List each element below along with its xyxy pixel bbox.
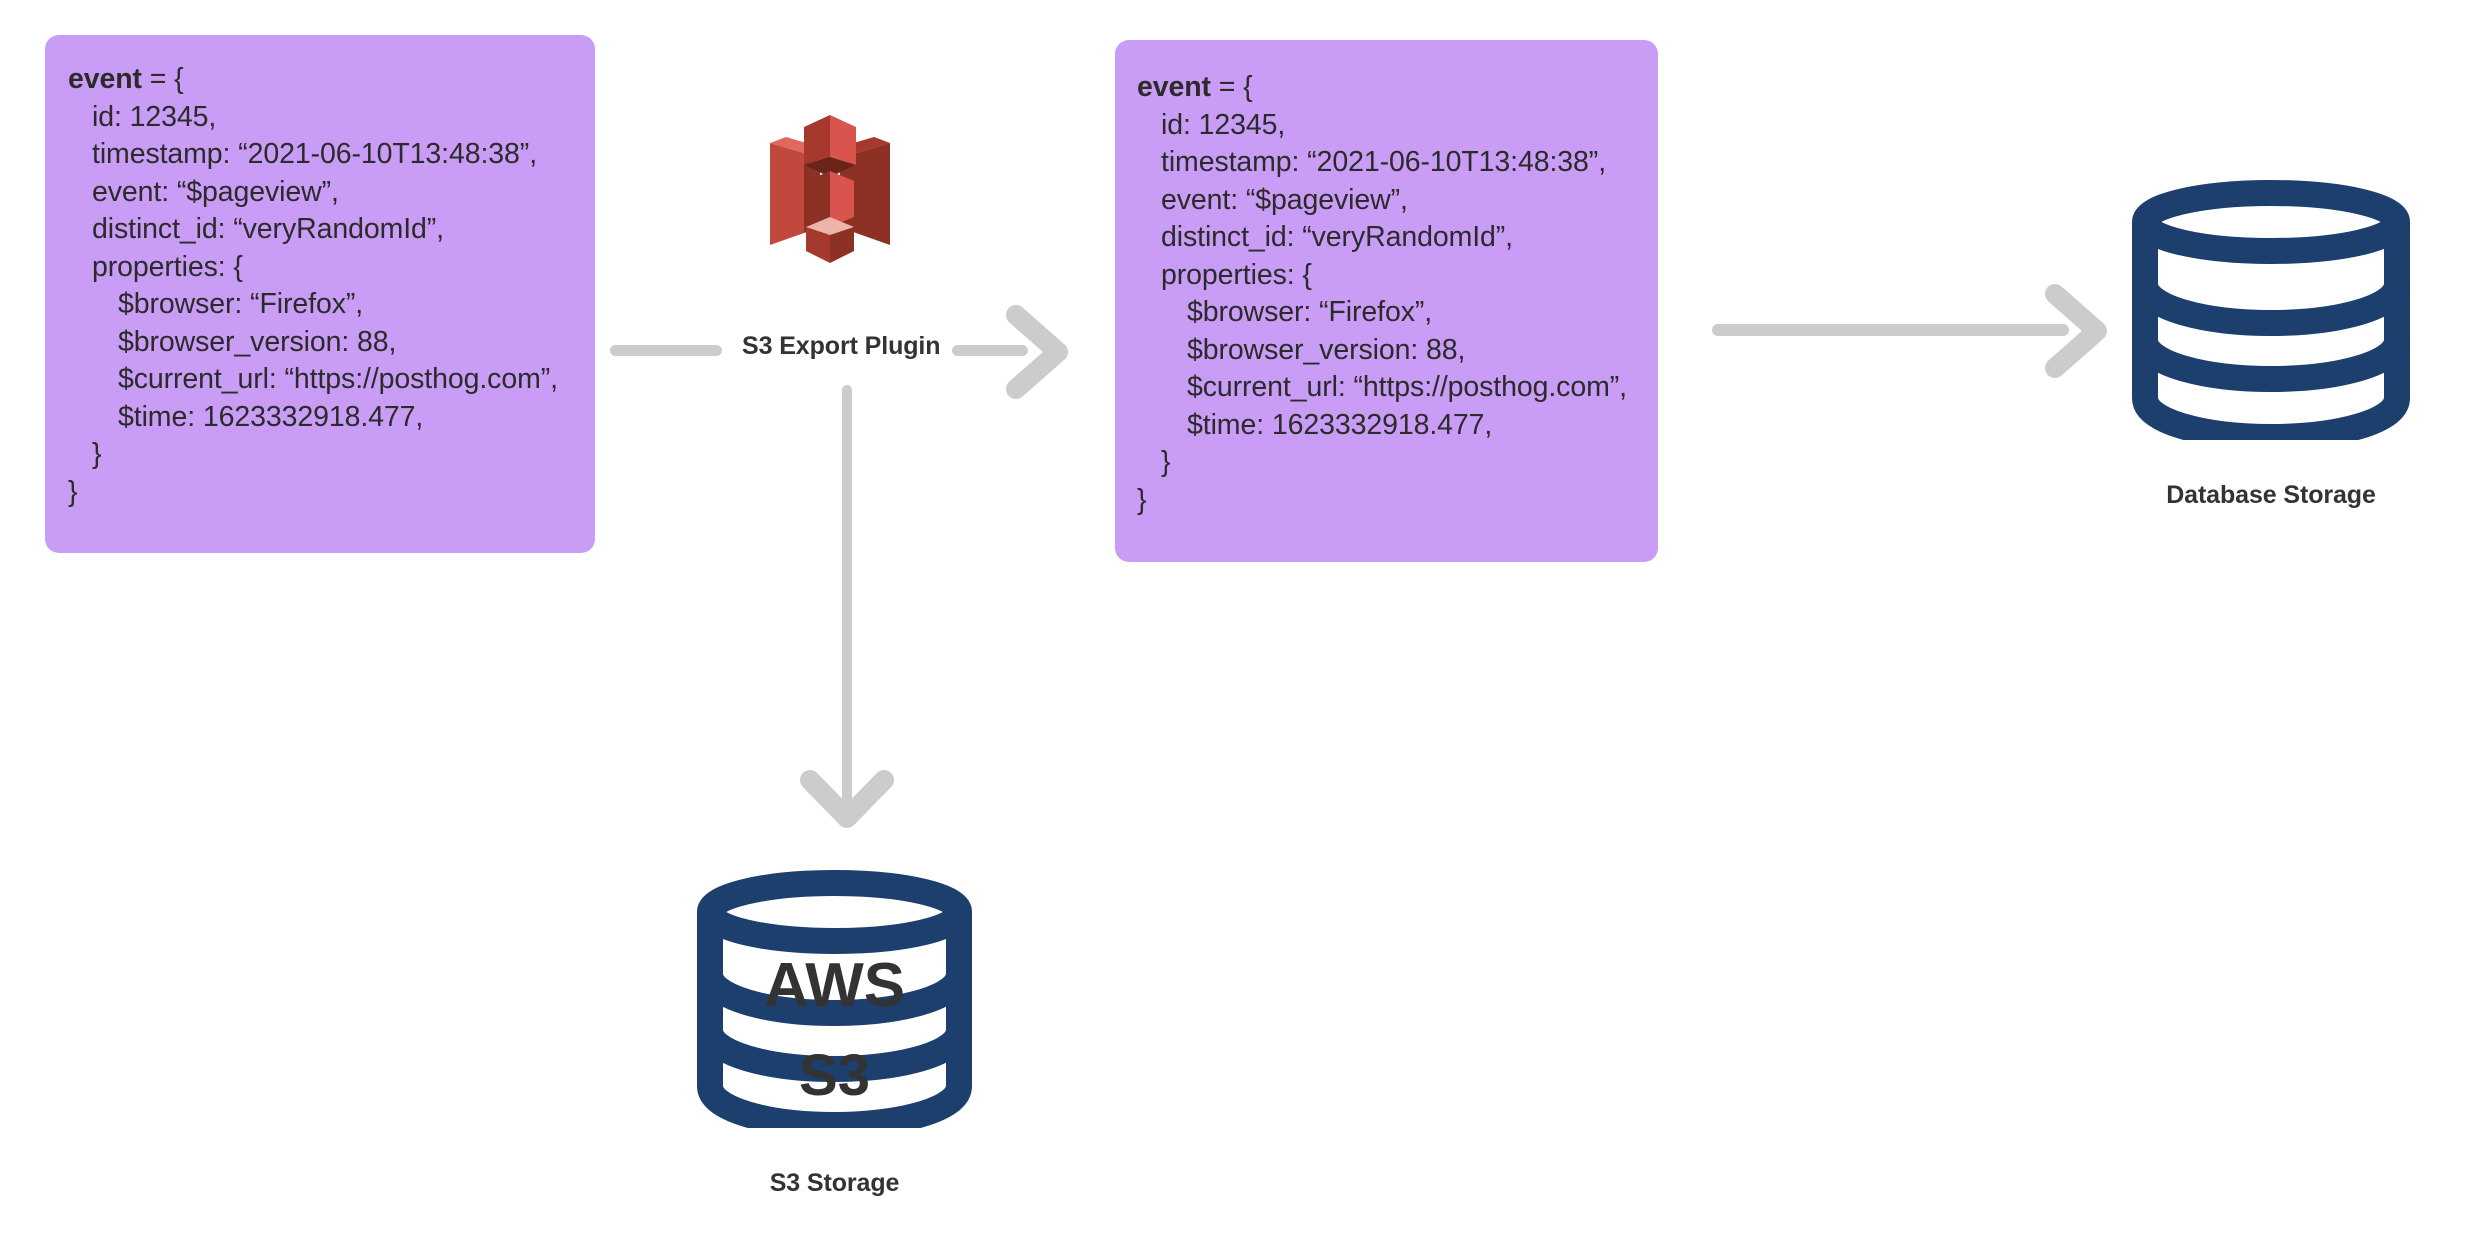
code-line: event: “$pageview”, <box>1161 183 1408 216</box>
event-code-lines-right: event = {id: 12345,timestamp: “2021-06-1… <box>1137 69 1658 519</box>
code-line: properties: { <box>92 250 243 283</box>
arrow-event-to-database-head-icon <box>2045 284 2145 379</box>
code-line: } <box>1161 446 1171 478</box>
database-storage-cylinder-icon <box>2132 180 2410 440</box>
code-line: id: 12345, <box>1161 108 1286 141</box>
arrow-event-to-database-line <box>1712 324 2069 336</box>
arrow-event-to-plugin-line <box>610 345 722 356</box>
code-line: $browser_version: 88, <box>1187 333 1466 366</box>
code-line: $current_url: “https://posthog.com”, <box>1187 371 1627 403</box>
code-line: timestamp: “2021-06-10T13:48:38”, <box>92 138 538 170</box>
svg-text:S3: S3 <box>799 1043 870 1108</box>
event-code-lines-left: event = {id: 12345,timestamp: “2021-06-1… <box>68 61 595 511</box>
event-payload-box-output: event = {id: 12345,timestamp: “2021-06-1… <box>1115 40 1658 562</box>
code-line: event = { <box>1137 69 1658 107</box>
code-line: } <box>92 438 102 470</box>
database-storage-label: Database Storage <box>2166 481 2376 509</box>
code-line: event = { <box>68 61 595 99</box>
arrow-plugin-to-event-head-icon <box>1006 305 1106 400</box>
code-line: $browser_version: 88, <box>118 325 397 358</box>
code-line: event: “$pageview”, <box>92 175 339 208</box>
code-line: distinct_id: “veryRandomId”, <box>92 213 445 245</box>
code-line: $browser: “Firefox”, <box>118 288 364 320</box>
arrow-plugin-to-s3-head-icon <box>800 770 896 842</box>
arrow-plugin-to-s3-line <box>842 385 852 820</box>
code-line: id: 12345, <box>92 100 217 133</box>
plugin-label: S3 Export Plugin <box>742 332 941 360</box>
code-line: distinct_id: “veryRandomId”, <box>1161 221 1514 253</box>
code-key: event <box>68 63 142 95</box>
code-rest: = { <box>1210 71 1253 103</box>
s3-storage-cylinder-icon: AWS S3 <box>697 870 972 1128</box>
code-key: event <box>1137 71 1211 103</box>
arrow-plugin-to-event-line <box>952 345 1028 356</box>
code-line: } <box>1137 483 1147 516</box>
code-line: $current_url: “https://posthog.com”, <box>118 363 558 395</box>
code-line: $time: 1623332918.477, <box>118 400 424 433</box>
code-line: timestamp: “2021-06-10T13:48:38”, <box>1161 146 1607 178</box>
svg-text:AWS: AWS <box>764 951 905 1020</box>
code-line: $browser: “Firefox”, <box>1187 296 1433 328</box>
aws-s3-cube-logo-icon <box>770 113 890 263</box>
event-payload-box-input: event = {id: 12345,timestamp: “2021-06-1… <box>45 35 595 553</box>
code-line: properties: { <box>1161 258 1312 291</box>
code-rest: = { <box>141 63 184 95</box>
code-line: $time: 1623332918.477, <box>1187 408 1493 441</box>
s3-storage-label: S3 Storage <box>769 1169 900 1197</box>
code-line: } <box>68 475 78 508</box>
